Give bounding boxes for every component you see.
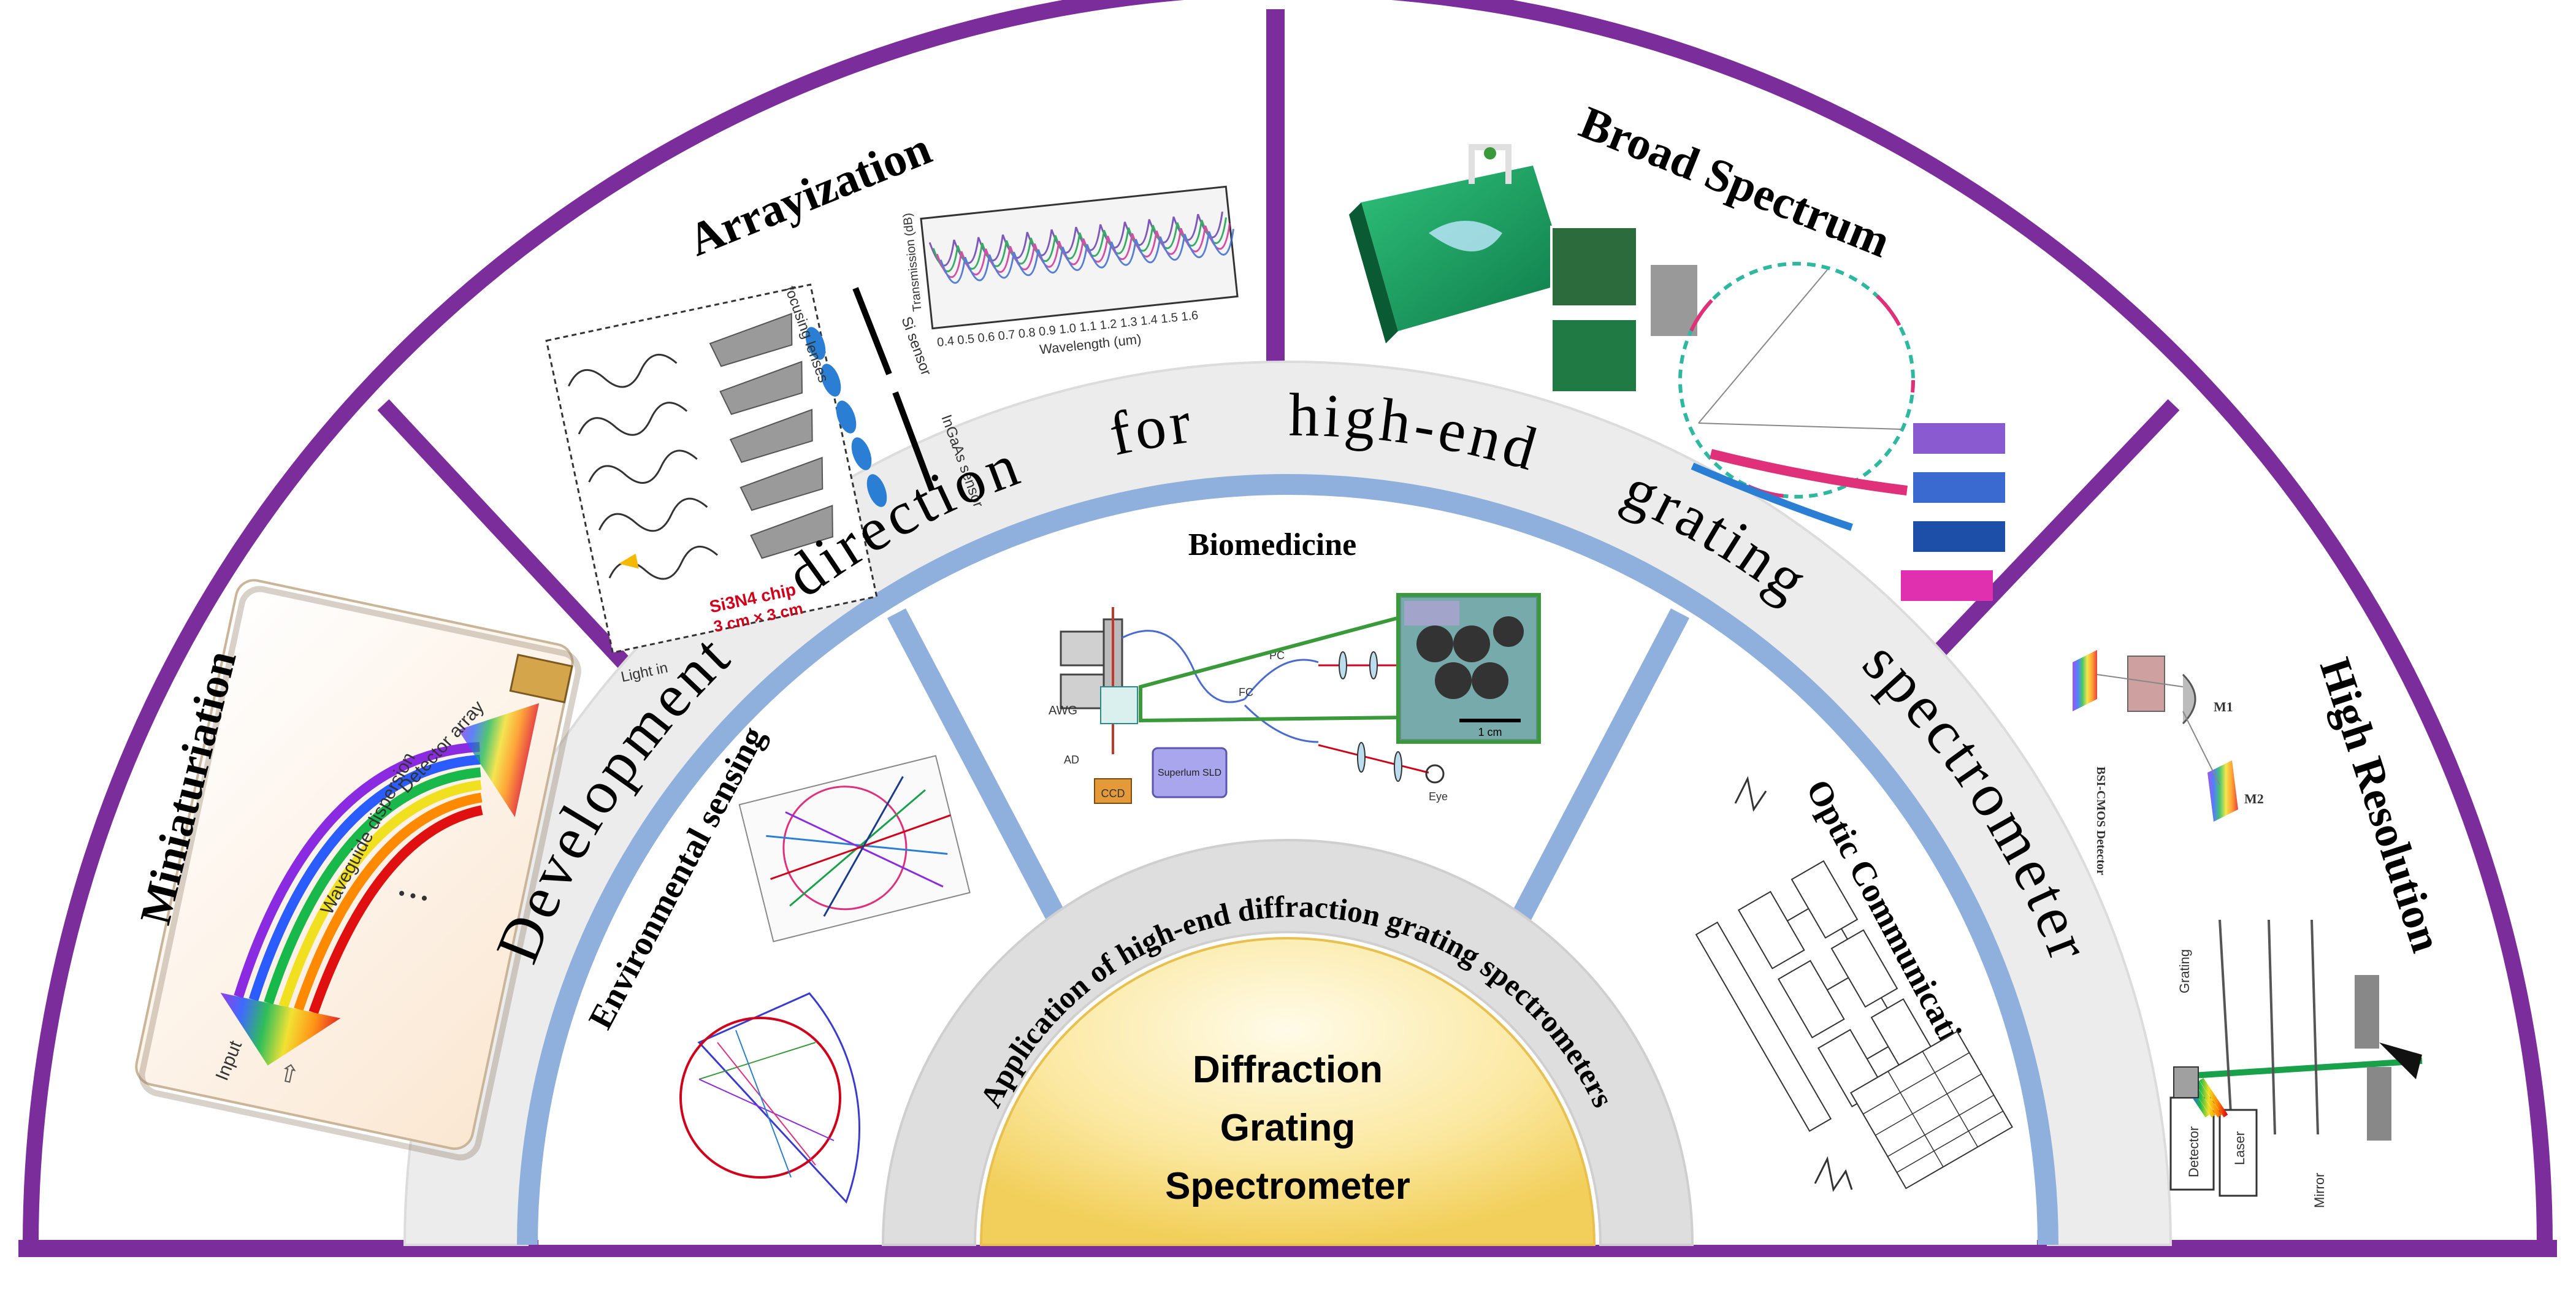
hr-cmos-label: BSI-CMOS Detector [2094,767,2108,875]
hr-m1-label: M1 [2214,699,2233,714]
bio-eye-label: Eye [1429,790,1448,803]
bio-scale-label: 1 cm [1478,726,1502,738]
hr-m2-label: M2 [2244,791,2264,806]
broad-photo-1 [1550,226,1638,308]
broad-photo-3 [1648,262,1700,338]
broad-flow-box-4 [1901,570,1993,601]
hr-lower-optics: Laser Detector Grating Mirror [2169,919,2423,1208]
bio-awg-label: AWG [1049,704,1077,717]
bio-sld-box [1152,747,1228,798]
bio-micrograph: 1 cm [1396,593,1541,744]
hr-upper-optics: M1 M2 BSI-CMOS Detector [2073,650,2264,875]
miniaturiation-panel: Waveguide dispersion Detector array • • … [131,579,581,1161]
optic-spike-plot-2 [1814,1156,1853,1192]
env-ray-diagram [738,755,971,942]
optic-flowchart [1695,860,1938,1132]
broad-flow-box-2 [1913,472,2005,503]
inner-ring [881,839,1694,1246]
broad-rowland-circle [1678,262,1915,531]
broad-flow-box-3 [1913,521,2005,552]
broad-flow-box-1 [1913,423,2005,454]
bio-ccd-label: CCD [1101,787,1125,800]
center-line-3: Spectrometer [1165,1165,1410,1207]
bio-ad-label: AD [1064,754,1079,766]
hr-grating-label: Grating [2177,949,2192,993]
bio-optical-path: Eye [1318,650,1448,803]
broad-chip-image [1349,144,1570,343]
env-rowland-diagram [679,992,861,1204]
hr-detector-label: Detector [2186,1126,2201,1177]
bio-fibers [1122,630,1319,743]
center-line-2: Grating [1220,1107,1355,1149]
light-arrow-icon [619,553,639,569]
hr-laser-label: Laser [2232,1131,2247,1165]
broad-photo-2 [1550,318,1638,394]
bio-instrument: CCD AWG AD [1049,607,1138,804]
bio-sld-label: Superlum SLD [1158,768,1221,778]
optic-table [1850,1030,2013,1190]
miniaturiation-card: Waveguide dispersion Detector array • • … [135,579,581,1161]
hr-mirror-label: Mirror [2312,1173,2327,1208]
biomedicine-sector: Biomedicine CCD AWG AD FC PC [1049,527,1541,804]
optic-spike-plot [1734,776,1767,812]
center-core [979,937,1596,1246]
center-line-1: Diffraction [1193,1049,1383,1091]
biomedicine-title: Biomedicine [1188,527,1356,562]
bio-fc-label: FC [1239,686,1253,698]
